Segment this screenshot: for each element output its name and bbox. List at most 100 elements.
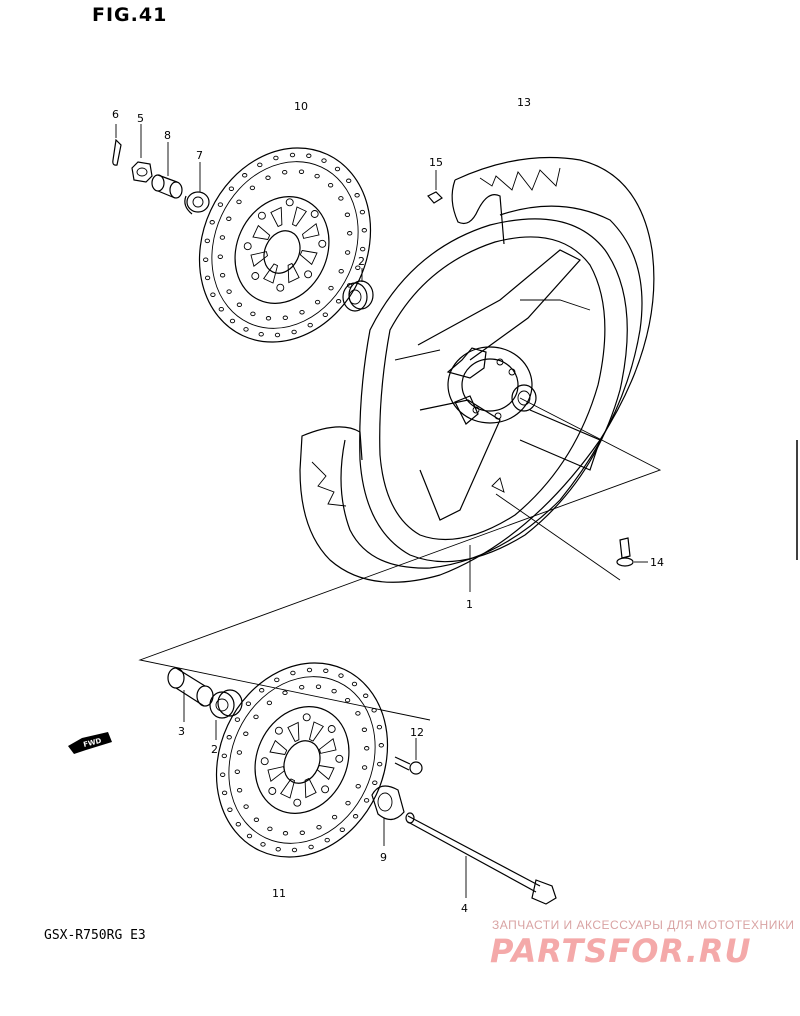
disc-drill-hole bbox=[266, 700, 273, 706]
disc-drill-hole bbox=[259, 688, 265, 693]
disc-drill-hole bbox=[204, 238, 210, 244]
disc-spoke-cutout bbox=[301, 223, 320, 239]
disc-drill-hole bbox=[219, 235, 226, 240]
disc-carrier-bolt bbox=[327, 725, 336, 733]
disc-spoke-cutout bbox=[270, 206, 283, 228]
disc-drill-hole bbox=[376, 724, 383, 730]
model-label: GSX-R750RG E3 bbox=[44, 928, 146, 943]
disc-drill-hole bbox=[377, 761, 383, 767]
disc-drill-hole bbox=[253, 817, 260, 823]
disc-drill-hole bbox=[338, 196, 344, 201]
disc-drill-hole bbox=[236, 787, 243, 793]
disc-drill-hole bbox=[347, 231, 353, 236]
axle-alignment-lines bbox=[138, 397, 662, 721]
disc-drill-hole bbox=[299, 309, 305, 315]
disc-drill-hole bbox=[235, 821, 241, 827]
disc-drill-hole bbox=[282, 315, 288, 321]
spacer-8 bbox=[151, 142, 183, 199]
disc-drill-hole bbox=[236, 302, 243, 308]
watermark-tagline: ЗАПЧАСТИ И АКСЕССУАРЫ ДЛЯ МОТОТЕХНИКИ bbox=[492, 918, 795, 932]
disc-drill-hole bbox=[258, 331, 264, 337]
disc-spoke-cutout bbox=[304, 777, 317, 799]
bearing-2-upper bbox=[342, 268, 374, 312]
callout-1: 1 bbox=[466, 598, 473, 611]
forward-direction-badge: FWD bbox=[68, 732, 112, 754]
disc-drill-hole bbox=[306, 153, 312, 159]
nut-5 bbox=[131, 124, 153, 183]
disc-drill-hole bbox=[273, 155, 279, 161]
disc-carrier-bolt bbox=[268, 787, 277, 795]
disc-drill-hole bbox=[334, 166, 341, 172]
disc-drill-hole bbox=[217, 254, 223, 259]
disc-drill-hole bbox=[331, 688, 337, 694]
disc-drill-hole bbox=[315, 684, 322, 689]
disc-drill-hole bbox=[352, 814, 359, 819]
callout-8: 8 bbox=[164, 129, 171, 142]
disc-drill-hole bbox=[354, 193, 360, 198]
disc-drill-hole bbox=[275, 846, 281, 852]
disc-drill-hole bbox=[291, 329, 297, 335]
disc-drill-hole bbox=[236, 199, 242, 205]
disc-drill-hole bbox=[308, 844, 314, 850]
disc-drill-hole bbox=[355, 783, 361, 789]
disc-drill-hole bbox=[299, 830, 305, 836]
disc-drill-hole bbox=[209, 220, 215, 225]
watermark-logo: PARTSFOR.RU bbox=[490, 932, 752, 970]
disc-drill-hole bbox=[324, 837, 330, 843]
disc-drill-hole bbox=[291, 847, 298, 853]
figure-title: FIG.41 bbox=[92, 4, 168, 26]
disc-drill-hole bbox=[245, 701, 252, 706]
disc-carrier-bolt bbox=[257, 211, 266, 220]
disc-drill-hole bbox=[323, 668, 329, 674]
disc-spoke-cutout bbox=[287, 721, 300, 743]
disc-spoke-cutout bbox=[267, 766, 286, 782]
disc-drill-hole bbox=[249, 185, 256, 191]
disc-carrier-bolt bbox=[285, 198, 294, 207]
disc-carrier-bolt bbox=[276, 283, 285, 292]
disc-drill-hole bbox=[227, 807, 233, 812]
disc-drill-hole bbox=[299, 684, 305, 690]
brake-disc-lower bbox=[215, 662, 389, 858]
disc-drill-hole bbox=[344, 212, 351, 218]
collar-7 bbox=[184, 162, 210, 215]
disc-spoke-cutout bbox=[287, 262, 300, 284]
disc-drill-hole bbox=[203, 257, 209, 262]
axle-collar-9 bbox=[371, 785, 405, 846]
disc-carrier-bolt bbox=[321, 785, 330, 794]
disc-drill-hole bbox=[361, 727, 368, 733]
callout-13: 13 bbox=[517, 96, 531, 109]
callout-11: 11 bbox=[272, 887, 286, 900]
disc-drill-hole bbox=[234, 717, 241, 722]
disc-carrier-bolt bbox=[243, 242, 252, 251]
disc-drill-hole bbox=[228, 186, 235, 191]
disc-drill-hole bbox=[242, 173, 248, 178]
callout-14: 14 bbox=[650, 556, 664, 569]
disc-drill-hole bbox=[217, 202, 224, 207]
disc-drill-hole bbox=[243, 731, 249, 737]
callout-15: 15 bbox=[429, 156, 443, 169]
disc-carrier-bolt bbox=[260, 757, 269, 766]
callout-6: 6 bbox=[112, 108, 119, 121]
disc-drill-hole bbox=[289, 152, 296, 158]
disc-drill-hole bbox=[363, 693, 369, 699]
callout-2-lower: 2 bbox=[211, 743, 218, 756]
disc-drill-hole bbox=[274, 332, 281, 338]
disc-drill-hole bbox=[355, 711, 361, 716]
disc-spoke-cutout bbox=[308, 721, 324, 742]
disc-drill-hole bbox=[338, 673, 344, 678]
disc-drill-hole bbox=[338, 268, 344, 274]
disc-drill-hole bbox=[345, 800, 351, 806]
disc-drill-hole bbox=[371, 708, 377, 713]
disc-drill-hole bbox=[226, 216, 232, 222]
callouts: 6 5 8 7 10 13 15 2 14 1 3 2 12 9 11 4 bbox=[112, 96, 664, 915]
bearing-2-lower bbox=[209, 689, 243, 740]
callout-7: 7 bbox=[196, 149, 203, 162]
disc-carrier-bolt bbox=[310, 210, 319, 218]
disc-spoke-cutout bbox=[269, 739, 288, 756]
disc-drill-hole bbox=[260, 842, 266, 847]
disc-drill-hole bbox=[219, 272, 226, 278]
disc-drill-hole bbox=[322, 312, 328, 317]
disc-drill-hole bbox=[378, 743, 384, 748]
callout-3: 3 bbox=[178, 725, 185, 738]
